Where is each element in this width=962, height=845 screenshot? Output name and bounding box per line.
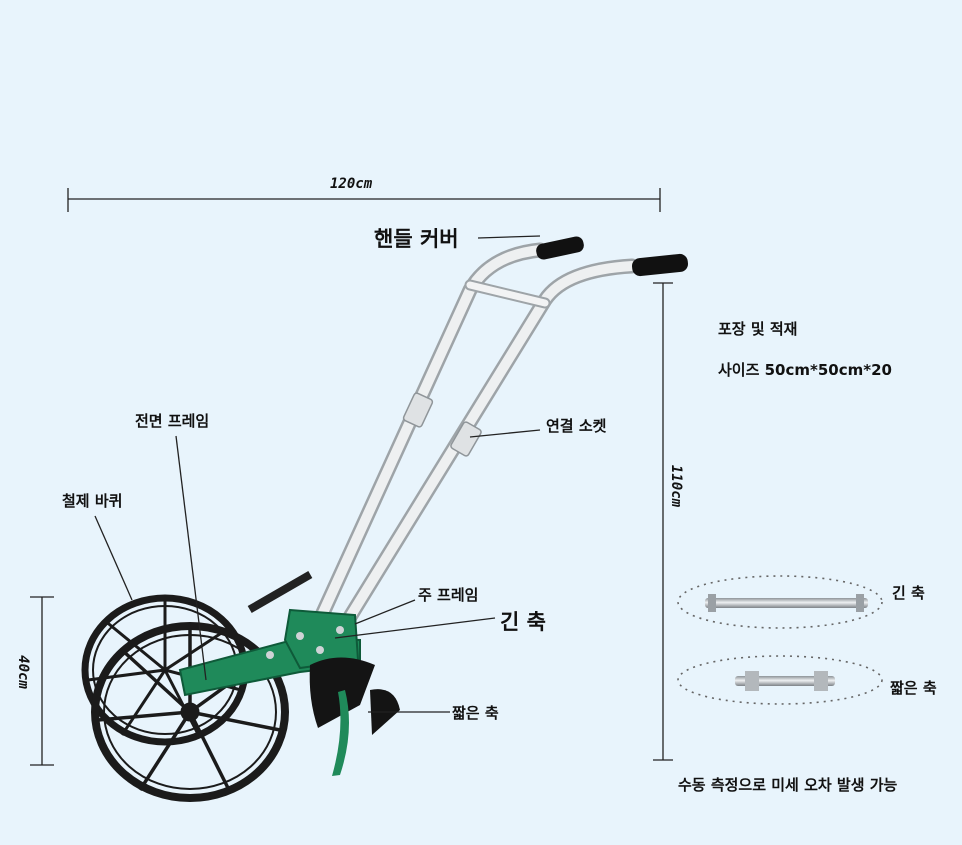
handle-tubes bbox=[314, 242, 640, 633]
short-shaft-label: 짧은 축 bbox=[452, 704, 499, 722]
short-shaft-part-label: 짧은 축 bbox=[890, 679, 937, 697]
main-frame-label: 주 프레임 bbox=[418, 586, 479, 604]
long-shaft-part-label: 긴 축 bbox=[892, 584, 925, 602]
leader-lines bbox=[94, 235, 541, 713]
long-shaft-label: 긴 축 bbox=[500, 610, 546, 634]
packaging-size: 사이즈 50cm*50cm*20 bbox=[718, 361, 892, 379]
height-dimension-label: 110cm bbox=[668, 464, 685, 508]
dimension-line-height bbox=[653, 282, 673, 761]
connector-sockets bbox=[402, 392, 482, 457]
short-shaft-part bbox=[677, 655, 883, 705]
handle-cover-label: 핸들 커버 bbox=[374, 227, 459, 251]
main-frame bbox=[178, 571, 361, 697]
width-dimension-label: 120cm bbox=[330, 176, 373, 192]
handle-grips bbox=[536, 236, 688, 277]
dimension-line-width bbox=[67, 188, 661, 212]
steel-wheel-label: 철제 바퀴 bbox=[62, 492, 123, 510]
wheel-dimension-label: 40cm bbox=[14, 655, 31, 689]
connector-socket-label: 연결 소켓 bbox=[546, 417, 607, 435]
long-shaft-part bbox=[677, 575, 883, 629]
packaging-title: 포장 및 적재 bbox=[718, 320, 798, 338]
measurement-note: 수동 측정으로 미세 오차 발생 가능 bbox=[678, 776, 898, 794]
front-frame-label: 전면 프레임 bbox=[135, 412, 210, 430]
dimension-line-wheel bbox=[30, 596, 54, 766]
plow-blades bbox=[309, 657, 400, 776]
